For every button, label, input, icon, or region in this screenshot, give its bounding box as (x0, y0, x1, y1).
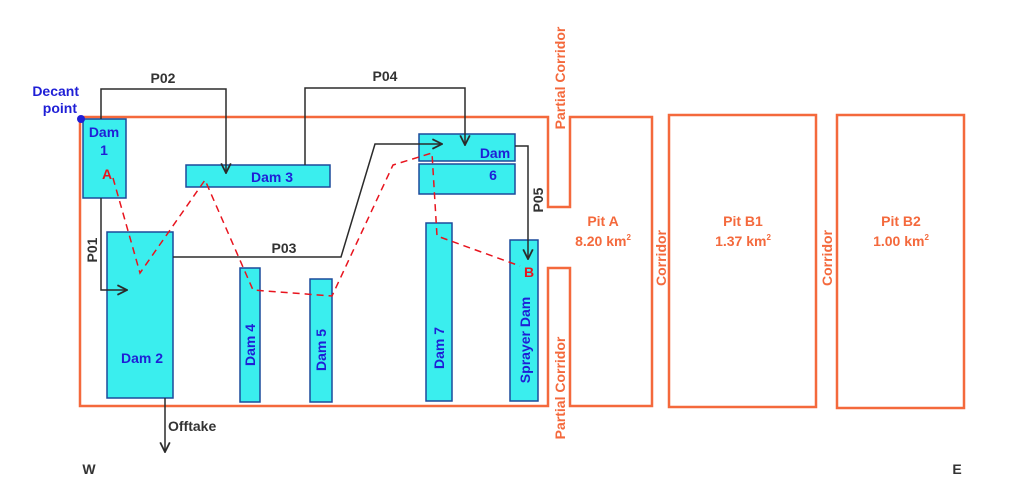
compass-west: W (82, 461, 96, 477)
pipe-p03 (173, 144, 442, 258)
pit-a-name: Pit A (587, 213, 618, 229)
dam-6-label-2: 6 (489, 167, 497, 183)
pipe-p02-label: P02 (151, 70, 176, 86)
dam-4-label: Dam 4 (242, 324, 258, 366)
main-pit-outline (78, 115, 654, 408)
pit-b2-name: Pit B2 (881, 213, 921, 229)
dam-7[interactable] (425, 222, 453, 402)
pipe-p04 (304, 87, 465, 165)
dam-1-label-1: Dam (89, 124, 119, 140)
pit-a-area-value: 8.20 km (575, 233, 626, 249)
route-point-b: B (524, 264, 534, 280)
compass-east: E (952, 461, 961, 477)
pipe-p02 (100, 88, 226, 173)
pipe-p01 (100, 198, 127, 290)
dam-1[interactable] (82, 118, 127, 199)
pit-a-area-sup: 2 (626, 233, 631, 242)
pit-b1-area-value: 1.37 km (715, 233, 766, 249)
dam-3-label: Dam 3 (251, 169, 293, 185)
corridor-2-label: Corridor (819, 229, 835, 286)
pit-b1-name: Pit B1 (723, 213, 763, 229)
dam-2[interactable] (106, 231, 174, 399)
dam-7-label: Dam 7 (431, 327, 447, 369)
decant-point-marker[interactable] (77, 115, 85, 123)
dam-2-label: Dam 2 (121, 350, 163, 366)
dam-1-label-2: 1 (100, 142, 108, 158)
dam-5-label: Dam 5 (313, 329, 329, 371)
dam-6-lower[interactable] (418, 163, 516, 195)
pit-b1-outline (667, 113, 818, 409)
corridor-1-label: Corridor (653, 229, 669, 286)
pipe-p04-label: P04 (373, 68, 398, 84)
dam-5[interactable] (309, 278, 333, 403)
pit-a-area: 8.20 km2 (575, 233, 631, 249)
pipe-p03-label: P03 (272, 240, 297, 256)
pit-b1-area-sup: 2 (766, 233, 771, 242)
decant-point-label-1: Decant (32, 83, 79, 99)
pipe-p05 (515, 145, 528, 259)
decant-point-label-2: point (43, 100, 78, 116)
pit-b2-area-sup: 2 (924, 233, 929, 242)
pipe-p05-label: P05 (530, 187, 546, 212)
pipe-p01-label: P01 (84, 237, 100, 262)
pit-b2-area: 1.00 km2 (873, 233, 929, 249)
sprayer-dam-label: Sprayer Dam (517, 297, 533, 383)
partial-corridor-bottom-label: Partial Corridor (552, 336, 568, 439)
pit-b2-area-value: 1.00 km (873, 233, 924, 249)
route-point-a: A (102, 166, 112, 182)
sprayer-dam[interactable] (509, 239, 539, 402)
pit-b2-outline (835, 113, 966, 410)
partial-corridor-top-label: Partial Corridor (552, 26, 568, 129)
dam-4[interactable] (239, 267, 261, 403)
route-a-to-b (112, 152, 521, 297)
dam-6-label-1: Dam (480, 145, 510, 161)
offtake-label: Offtake (168, 418, 216, 434)
pit-b1-area: 1.37 km2 (715, 233, 771, 249)
